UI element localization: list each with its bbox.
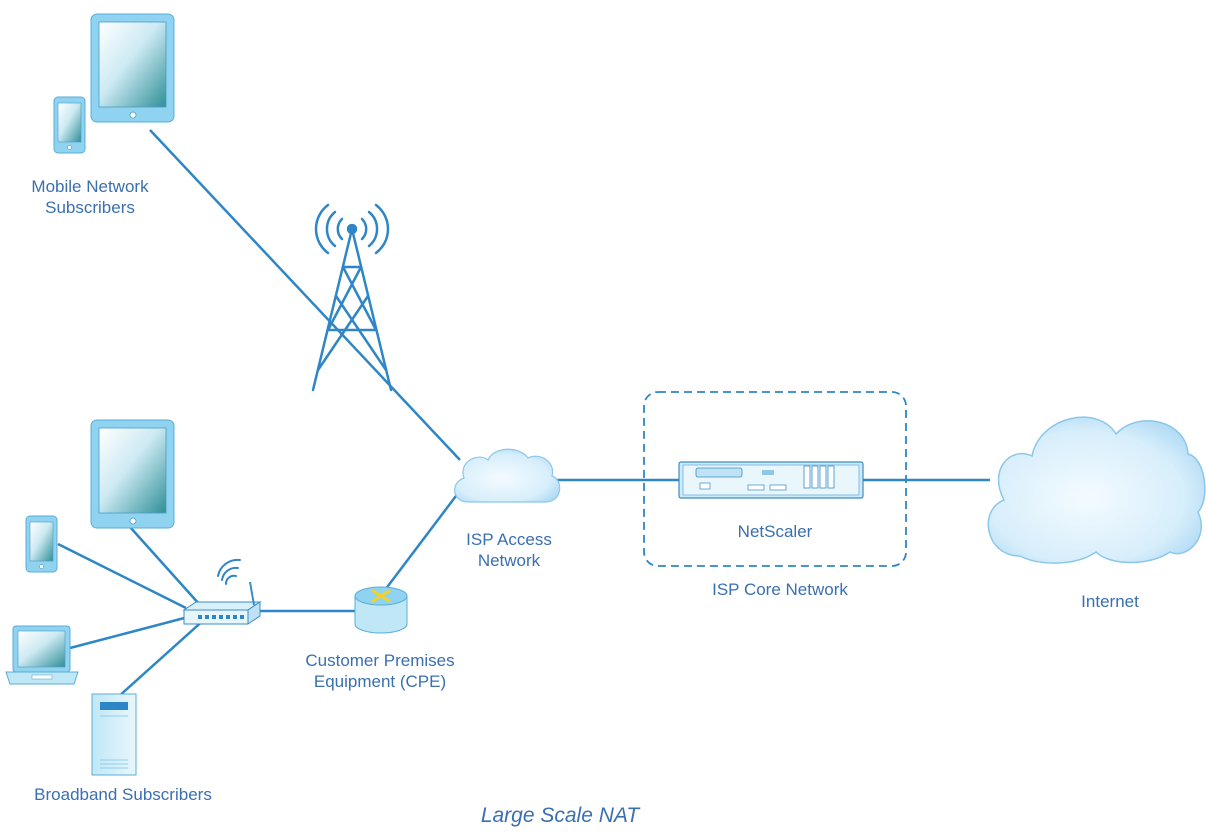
isp-core-network-label: ISP Core Network [712,580,848,599]
cpe-line-2: Equipment (CPE) [313,672,447,691]
link-tablet-to-router [129,526,201,606]
isp-access-line-1: ISP Access [466,530,552,549]
cpe-line-1: Customer Premises [305,651,455,670]
tablet-icon [90,13,175,123]
mobile-subscribers-line-2: Subscribers [45,198,135,217]
isp-core-network-boundary [643,391,907,567]
link-phone-to-router [57,542,187,610]
internet-cloud-icon [987,416,1206,564]
broadband-phone-icon [25,515,58,573]
mobile-subscribers-label: Mobile Network Subscribers [20,176,160,218]
broadband-subscribers-label: Broadband Subscribers [34,785,212,804]
isp-access-network-label: ISP Access Network [454,529,564,571]
link-cpe-to-access [384,483,466,591]
wireless-router-icon [182,558,262,625]
broadband-tablet-icon [90,419,175,529]
mobile-subscribers-line-1: Mobile Network [31,177,149,196]
cell-tower-icon [311,203,393,392]
isp-access-line-2: Network [477,551,541,570]
link-tablet-to-tower [149,129,461,461]
netscaler-appliance-icon [678,461,864,499]
cpe-device-icon [354,586,408,634]
netscaler-label: NetScaler [737,522,813,541]
diagram-caption: Large Scale NAT [480,804,640,827]
server-tower-icon [91,693,137,776]
link-server-to-router [117,617,207,698]
connection-lines [57,129,990,698]
cpe-label: Customer Premises Equipment (CPE) [295,650,465,692]
link-laptop-to-router [69,614,193,650]
isp-access-cloud-icon [454,448,561,503]
laptop-icon [5,625,79,685]
mobile-phone-icon [53,96,86,154]
internet-label: Internet [1081,592,1139,611]
